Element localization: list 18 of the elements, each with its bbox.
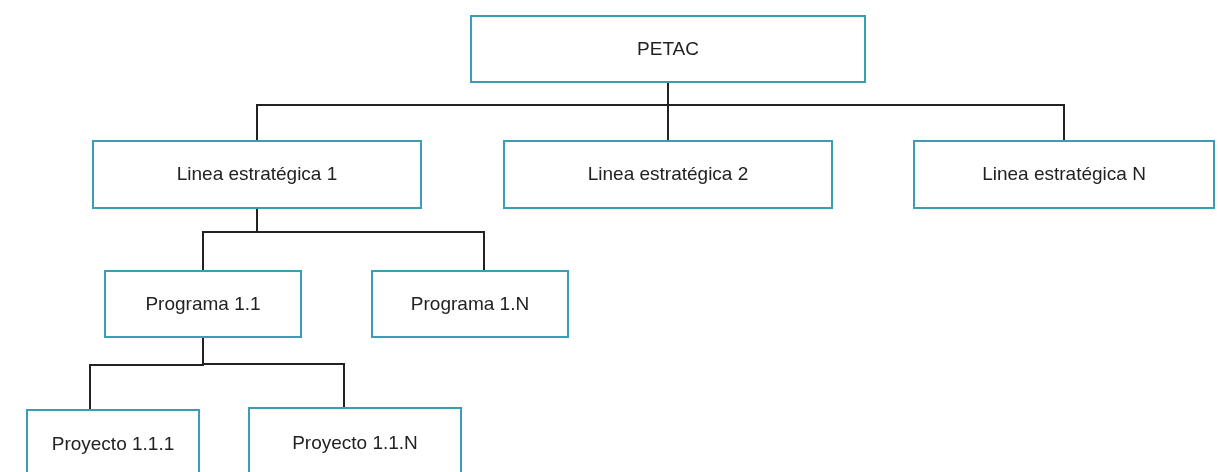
box-label: Linea estratégica 1 — [176, 162, 338, 187]
connector-line — [202, 337, 345, 408]
box-label: Programa 1.1 — [145, 291, 261, 316]
org-box — [248, 407, 462, 472]
org-box — [92, 140, 422, 209]
org-box — [913, 140, 1215, 209]
org-box — [470, 15, 866, 83]
connector-line — [256, 208, 485, 271]
org-box — [371, 270, 569, 338]
box-label: PETAC — [637, 36, 699, 61]
box-label: Proyecto 1.1.N — [292, 430, 418, 455]
box-label: Linea estratégica 2 — [587, 162, 749, 187]
box-label: Proyecto 1.1.1 — [51, 431, 175, 456]
org-box — [104, 270, 302, 338]
box-label: Linea estratégica N — [982, 162, 1146, 187]
box-label: Programa 1.N — [410, 291, 530, 316]
org-box — [503, 140, 833, 209]
org-box — [26, 409, 200, 472]
